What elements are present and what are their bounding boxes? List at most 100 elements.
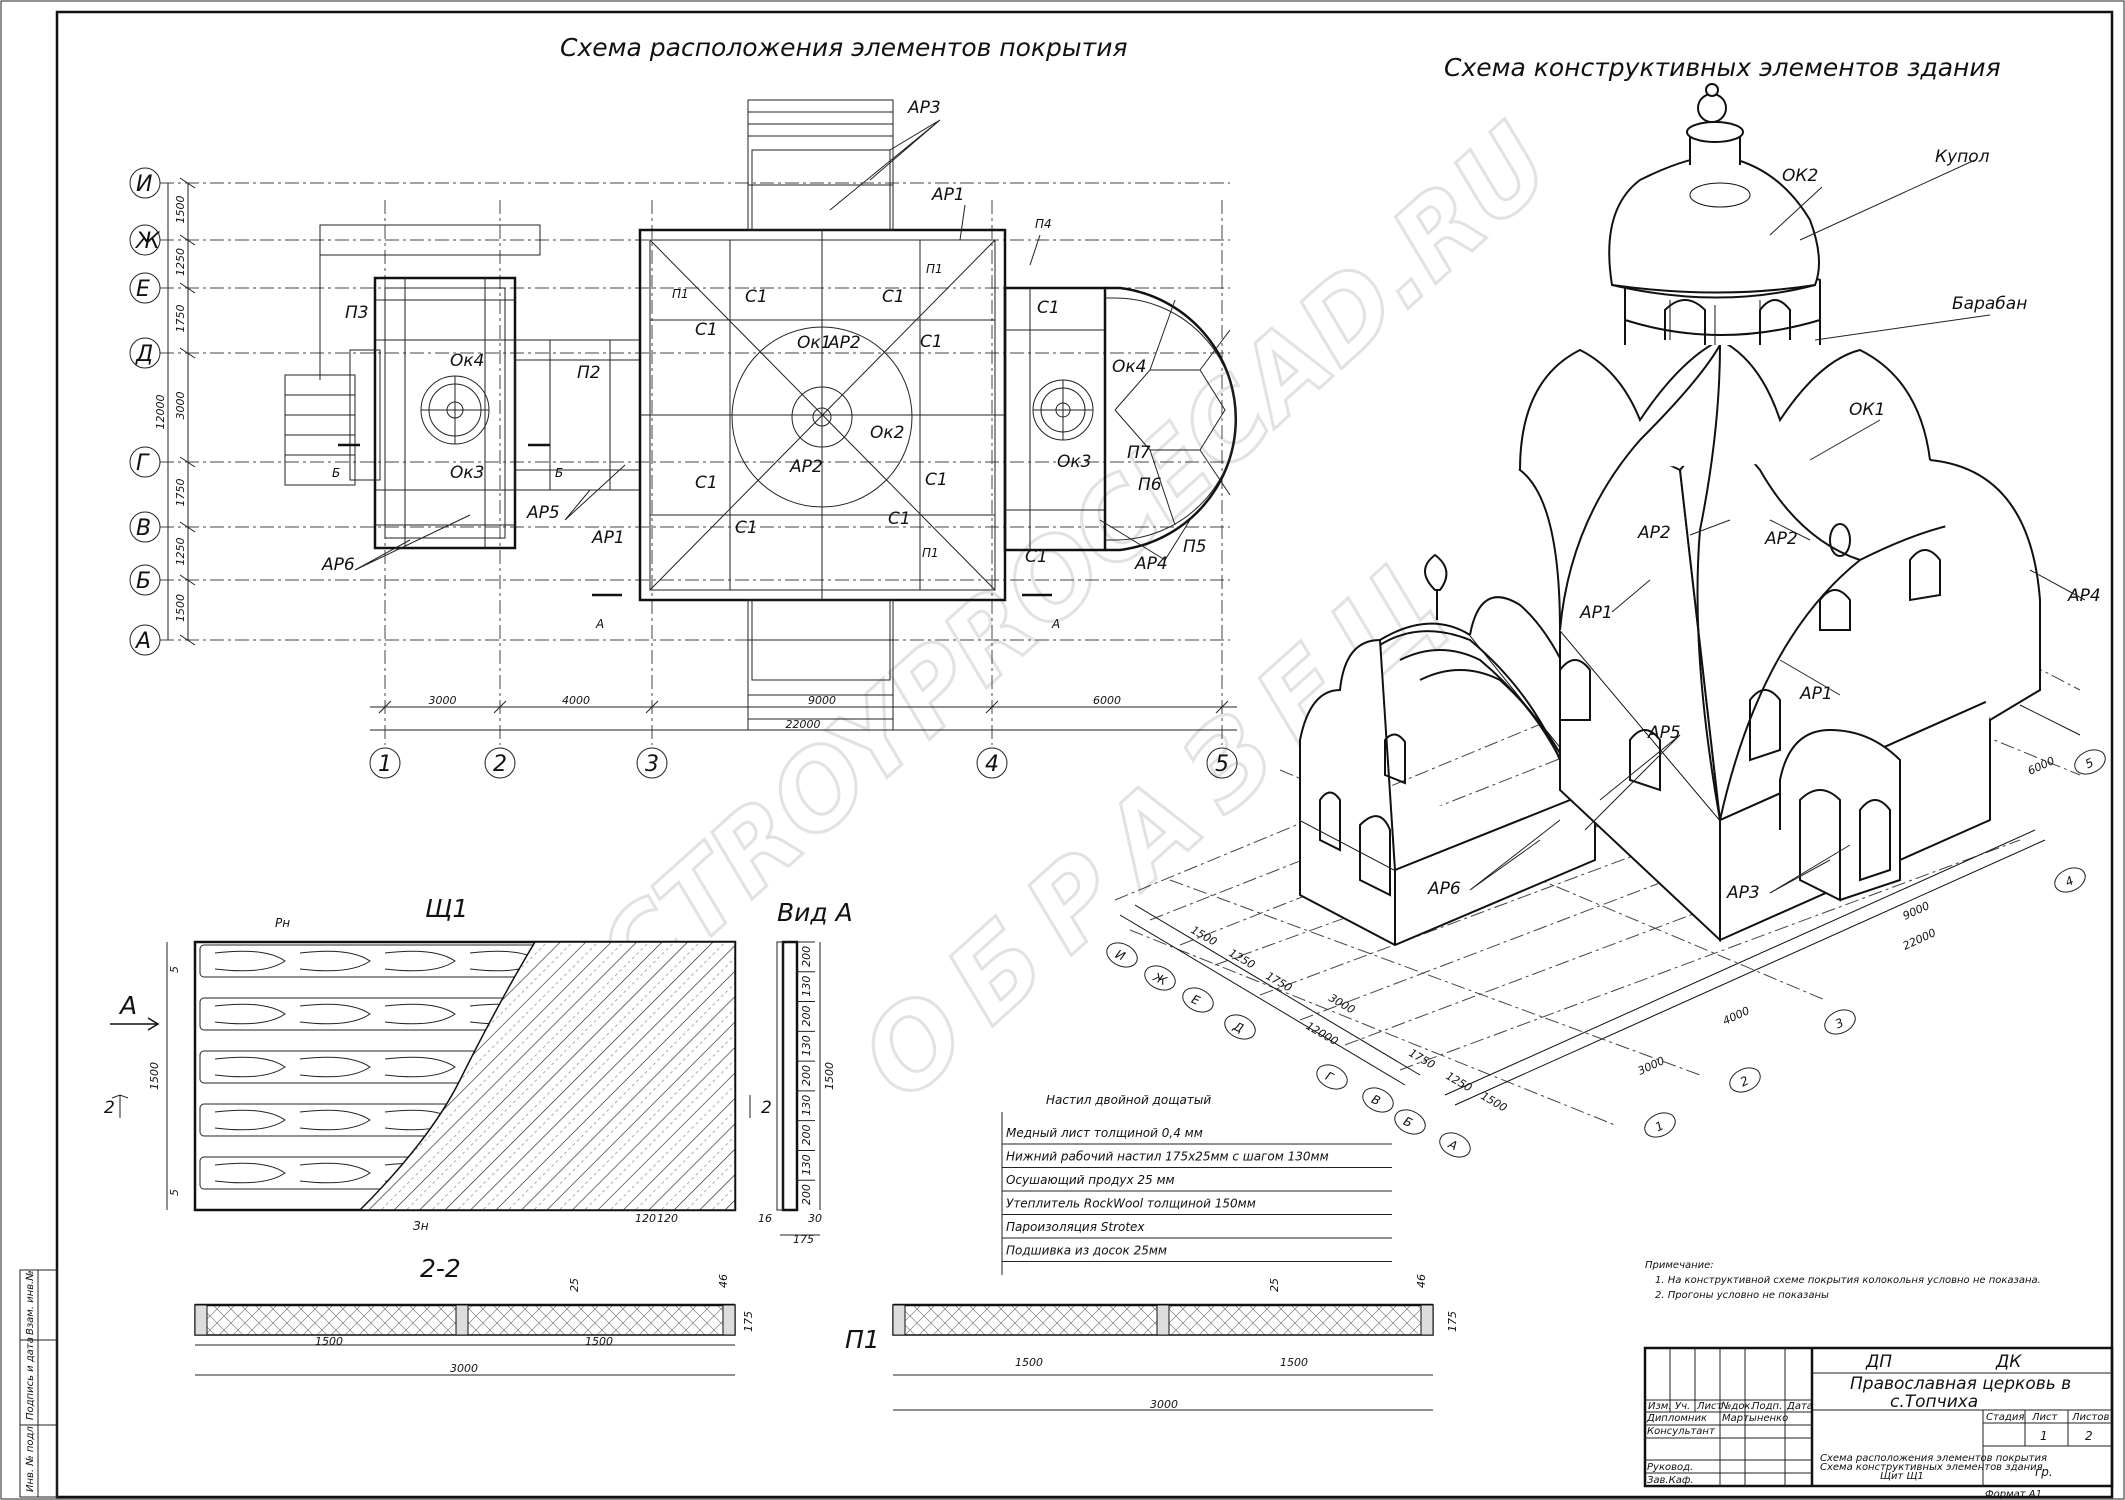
plan-label: Ок1: [797, 333, 831, 353]
tb-desc: Схема расположения элементов покрытия: [1820, 1453, 2047, 1464]
iso-row-label: Е: [1189, 992, 1202, 1008]
iso-label: ОК2: [1782, 166, 1818, 186]
iso-row-bubble: [1106, 942, 1138, 968]
wood-grain: [214, 950, 286, 972]
view-a-dim: 200: [800, 1005, 813, 1026]
wood-grain: [299, 1003, 371, 1025]
p1-mark: П1: [845, 1325, 880, 1354]
plan-row-axis-label: И: [136, 172, 152, 197]
iso-col-bubble: [2074, 749, 2106, 775]
roof-layer: Осушающий продух 25 мм: [1006, 1173, 1175, 1187]
iso-col-bubble: [1824, 1009, 1856, 1035]
wood-grain: [214, 1056, 286, 1078]
plan-col-axis-label: 3: [645, 752, 659, 777]
wood-grain: [384, 1003, 456, 1025]
plan-row-axis-label: В: [136, 516, 151, 541]
panel-arrow-label: А: [118, 991, 137, 1020]
iso-col-dim: 6000: [2026, 754, 2057, 778]
section-mark: А: [1051, 617, 1060, 631]
iso-label: АР6: [1427, 879, 1461, 899]
roof-layer: Нижний рабочий настил 175х25мм с шагом 1…: [1006, 1150, 1329, 1164]
iso-label: АР1: [1579, 603, 1613, 623]
view-a-bottom: 16: [758, 1212, 772, 1225]
plan-col-axis-bubble: [369, 747, 401, 779]
iso-label: Купол: [1935, 147, 1990, 167]
panel-sh1: Щ1 Рн Зн А 2 1500 5 5 120 120: [104, 894, 737, 1233]
side-stamp: Взам. инв.№ Подпись и дата Инв. № подл.: [19, 1269, 58, 1498]
plan-label: Ок3: [1057, 452, 1091, 472]
plan-row-axis-bubble: [129, 446, 161, 478]
iso-label: АР4: [2067, 586, 2101, 606]
plan-label: АР2: [827, 333, 861, 353]
plan-row-dim: 1500: [174, 594, 187, 622]
iso-row-label: Г: [1323, 1069, 1336, 1085]
section-top: 46: [717, 1274, 730, 1288]
plan-label: П1: [922, 546, 939, 560]
p1-span: 1500: [1015, 1356, 1043, 1369]
tb-stage-head: Лист: [2031, 1412, 2059, 1423]
section-span: 1500: [585, 1335, 613, 1348]
wood-grain: [299, 1162, 371, 1184]
plan-row-axis-bubble: [129, 511, 161, 543]
wood-grain: [214, 1162, 286, 1184]
tb-code-right: ДК: [1995, 1352, 2022, 1372]
notes-title: Примечание:: [1645, 1260, 1714, 1271]
iso-row-bubble: [1182, 987, 1214, 1013]
right-wing: [1003, 286, 1238, 552]
plan-label: Ок2: [870, 423, 904, 443]
tb-head: Подп.: [1752, 1401, 1782, 1412]
plan-label: С1: [925, 470, 948, 490]
iso-label: АР2: [1637, 523, 1671, 543]
tb-sheets: 2: [2085, 1429, 2093, 1443]
tb-group: гр.: [2035, 1465, 2053, 1479]
plan-label: Ок4: [450, 351, 484, 371]
iso-label: ОК1: [1849, 400, 1885, 420]
iso-row-dim: 1750: [1407, 1046, 1438, 1071]
plan-grid: ИЖЕДГВБА15001250175030001750125015001200…: [129, 167, 1238, 779]
plan-row-axis-bubble: [129, 624, 161, 656]
iso-row-bubble: [1144, 965, 1176, 991]
plan-label: Ок4: [1112, 357, 1146, 377]
plan-label: С1: [1025, 547, 1048, 567]
plan-col-axis-bubble: [484, 747, 516, 779]
plan-col-dim: 4000: [562, 694, 590, 707]
section-span: 1500: [315, 1335, 343, 1348]
plan-label: Ок3: [450, 463, 484, 483]
note-item: 2. Прогоны условно не показаны: [1655, 1290, 1829, 1301]
panel-rn: Рн: [275, 916, 290, 930]
tb-role: Зав.Каф.: [1647, 1475, 1694, 1486]
plan-labels: АР3 АР1 П4 П1 С1 С1 П1 С1 П3 Ок4 Ок1 АР2…: [321, 98, 1207, 575]
panel-cut: 2: [104, 1098, 115, 1118]
plan-label: С1: [695, 320, 718, 340]
tb-head: №док.: [1720, 1401, 1754, 1412]
tb-person: Мартыненко: [1722, 1413, 1788, 1424]
wood-grain: [299, 1109, 371, 1131]
plan-row-axis-bubble: [129, 564, 161, 596]
plan-col-dim: 3000: [429, 694, 457, 707]
p1-height: 175: [1446, 1311, 1459, 1332]
plan-row-axis-label: Е: [136, 277, 150, 302]
iso-row-bubble: [1394, 1109, 1426, 1135]
iso-col-dim: 4000: [1721, 1004, 1752, 1028]
view-a-dim: 200: [800, 1065, 813, 1086]
plan-row-dim: 3000: [174, 392, 187, 420]
plan-row-dim: 1500: [174, 196, 187, 224]
iso-row-bubble: [1362, 1087, 1394, 1113]
plan-col-dim: 6000: [1093, 694, 1121, 707]
tb-project: Православная церковь в: [1850, 1374, 2071, 1394]
tb-role: Консультант: [1647, 1426, 1716, 1437]
view-a-cut: 2: [761, 1098, 772, 1118]
iso-row-dim: 1250: [1227, 946, 1258, 971]
panel-edge-bottom: 5: [168, 1189, 181, 1196]
north-porch: [747, 99, 894, 231]
roof-plan: ИЖЕДГВБА15001250175030001750125015001200…: [129, 98, 1238, 779]
tb-desc: Схема конструктивных элементов здания: [1820, 1462, 2043, 1473]
iso-label: АР1: [1799, 684, 1833, 704]
plan-col-dim: 9000: [808, 694, 836, 707]
plan-label: АР4: [1134, 554, 1168, 574]
section-mark: Б: [332, 466, 340, 480]
plan-row-dim: 1250: [174, 248, 187, 276]
view-a-dim: 200: [800, 1125, 813, 1146]
